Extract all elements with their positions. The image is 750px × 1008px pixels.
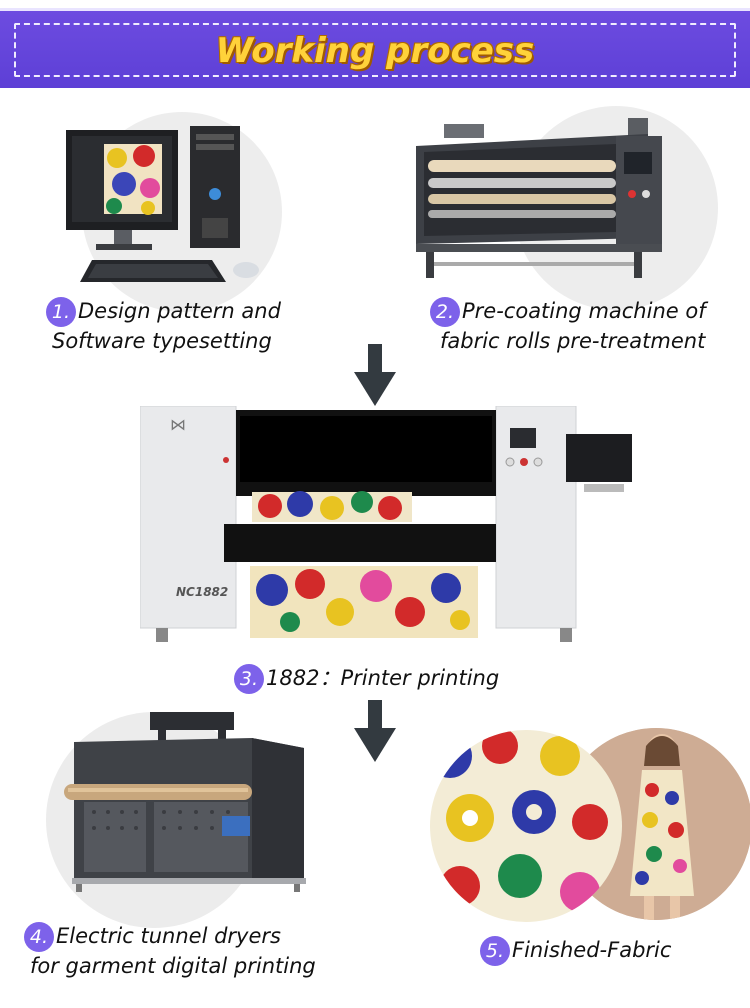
printer-model-label: NC1882	[176, 585, 228, 599]
arrow-down-icon	[354, 700, 396, 762]
printer-icon: ⋈ NC1882	[140, 406, 632, 642]
dryer-icon	[64, 712, 306, 892]
step1-caption: 1.Design pattern and Software typesettin…	[46, 297, 281, 355]
step2-badge: 2.	[430, 297, 460, 327]
fabric-icon	[430, 728, 750, 922]
coating-machine-icon	[416, 118, 662, 278]
step2-caption: 2.Pre-coating machine of fabric rolls pr…	[430, 297, 706, 355]
banner-dashed-frame	[14, 23, 736, 77]
step5-badge: 5.	[480, 936, 510, 966]
step3-caption: 3.1882：Printer printing	[234, 664, 499, 694]
arrow-down-icon	[354, 344, 396, 406]
computer-icon	[66, 126, 259, 282]
step4-badge: 4.	[24, 922, 54, 952]
svg-text:⋈: ⋈	[170, 415, 186, 434]
page-title: Working process	[215, 31, 535, 71]
step3-badge: 3.	[234, 664, 264, 694]
step4-caption: 4.Electric tunnel dryers for garment dig…	[24, 922, 316, 980]
step1-badge: 1.	[46, 297, 76, 327]
step5-caption: 5.Finished-Fabric	[480, 936, 671, 966]
header-banner: Working process	[0, 8, 750, 88]
